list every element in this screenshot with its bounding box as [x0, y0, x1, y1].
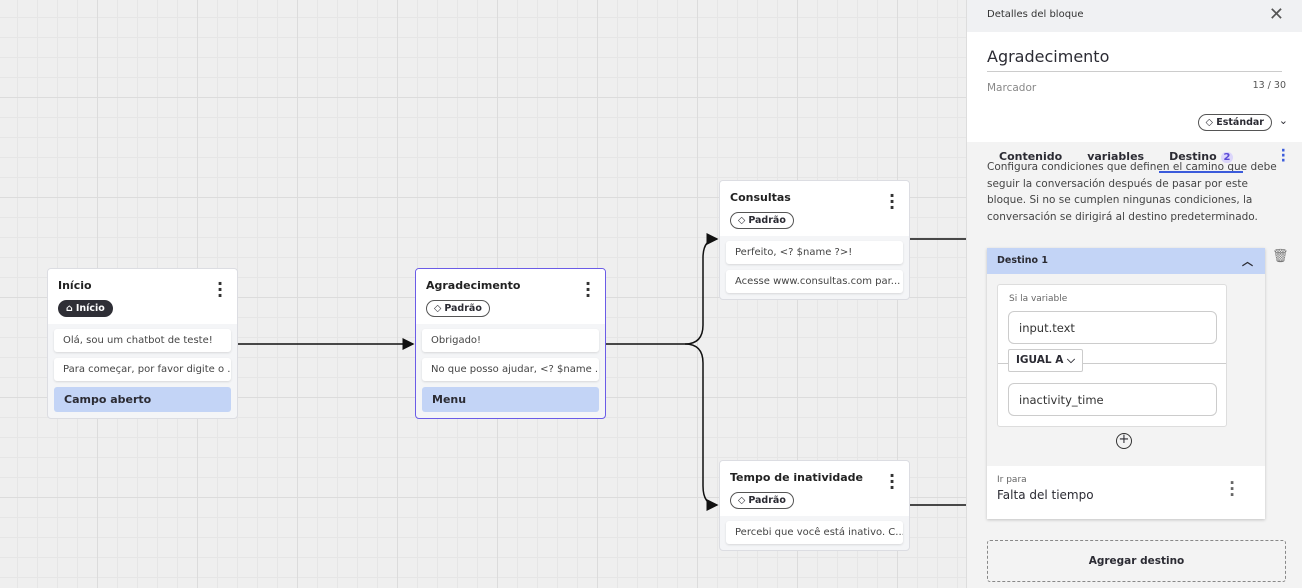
tag-icon: ◇ — [738, 495, 746, 506]
count-badge: 2 — [1220, 152, 1234, 163]
connector-to-tempo — [684, 343, 719, 511]
block-title: Início — [58, 279, 92, 292]
close-icon[interactable]: ✕ — [1268, 4, 1284, 25]
message[interactable]: Perfeito, <? $name ?>! — [726, 241, 903, 264]
tag-icon: ◇ — [1205, 117, 1217, 128]
more-icon[interactable]: ··· — [889, 466, 896, 497]
block-tag: ◇Padrão — [426, 300, 490, 317]
goto-value: Falta del tiempo — [997, 488, 1094, 502]
tag-icon: ◇ — [434, 303, 442, 314]
block-agradecimento[interactable]: Agradecimento ··· ◇Padrão Obrigado! No qu… — [415, 268, 606, 419]
message[interactable]: Para começar, por favor digite o ... — [54, 358, 231, 381]
message[interactable]: Olá, sou um chatbot de teste! — [54, 329, 231, 352]
marker-select[interactable]: ◇ Estándar — [1197, 114, 1272, 131]
divider — [998, 363, 1226, 364]
input-type[interactable]: Menu — [422, 387, 599, 412]
variable-input[interactable]: input.text — [1008, 311, 1217, 344]
add-destination-button[interactable]: Agregar destino — [987, 540, 1286, 582]
trash-icon[interactable]: 🗑 — [1272, 249, 1289, 264]
block-tag: ◇Padrão — [730, 212, 794, 229]
chevron-down-icon: ⌵ — [1066, 354, 1075, 366]
tab-contenido[interactable]: Contenido — [999, 150, 1063, 163]
block-inicio[interactable]: Início ··· ⌂Início Olá, sou um chatbot d… — [47, 268, 238, 419]
message[interactable]: Acesse www.consultas.com par... — [726, 270, 903, 293]
connector-to-consultas — [605, 233, 719, 345]
block-title: Consultas — [730, 191, 791, 204]
tag-icon: ◇ — [738, 215, 746, 226]
char-count: 13 / 30 — [1252, 80, 1286, 91]
destination-card: Destino 1 ︿ Si la variable input.text IGU… — [987, 248, 1265, 519]
chevron-up-icon[interactable]: ︿ — [1242, 255, 1253, 268]
description: Configura condiciones que definen el cam… — [987, 161, 1277, 223]
chevron-down-icon[interactable]: ⌄ — [1278, 114, 1288, 127]
block-title: Agradecimento — [426, 279, 521, 292]
tab-variables[interactable]: variables — [1087, 150, 1145, 163]
block-title: Tempo de inatividade — [730, 471, 864, 484]
condition-box: Si la variable input.text IGUAL A ⌵ inac… — [997, 284, 1227, 427]
block-consultas[interactable]: Consultas ··· ◇Padrão Perfeito, <? $name… — [719, 180, 910, 300]
goto-label: Ir para — [997, 475, 1027, 485]
more-vert-icon[interactable]: ··· — [1229, 474, 1235, 504]
block-tag: ◇Padrão — [730, 492, 794, 509]
panel-header: Detalles del bloque — [987, 9, 1084, 20]
operator-select[interactable]: IGUAL A ⌵ — [1008, 349, 1083, 372]
message[interactable]: Obrigado! — [422, 329, 599, 352]
home-icon: ⌂ — [66, 303, 73, 314]
marker-label: Marcador — [987, 82, 1037, 94]
more-vert-icon[interactable]: ··· — [1280, 143, 1286, 169]
add-condition-icon[interactable]: + — [1116, 433, 1132, 449]
more-icon[interactable]: ··· — [889, 186, 896, 217]
value-input[interactable]: inactivity_time — [1008, 383, 1217, 416]
more-icon[interactable]: ··· — [585, 274, 592, 305]
more-icon[interactable]: ··· — [217, 274, 224, 305]
block-tag: ⌂Início — [58, 300, 113, 317]
block-details-panel: Detalles del bloque ✕ Agradecimento 13 / … — [966, 0, 1302, 588]
block-tempo-inatividade[interactable]: Tempo de inatividade ··· ◇Padrão Percebi… — [719, 460, 910, 551]
input-type[interactable]: Campo aberto — [54, 387, 231, 412]
destination-title: Destino 1 — [997, 255, 1048, 266]
if-variable-label: Si la variable — [1009, 294, 1068, 304]
tab-destino[interactable]: Destino 2 — [1159, 150, 1244, 173]
message[interactable]: No que posso ajudar, <? $name ... — [422, 358, 599, 381]
block-name-input[interactable]: Agradecimento — [987, 32, 1282, 72]
goto-row[interactable]: Ir para Falta del tiempo ··· — [987, 466, 1265, 519]
connectors — [238, 233, 966, 511]
message[interactable]: Percebi que você está inativo. C... — [726, 521, 903, 544]
